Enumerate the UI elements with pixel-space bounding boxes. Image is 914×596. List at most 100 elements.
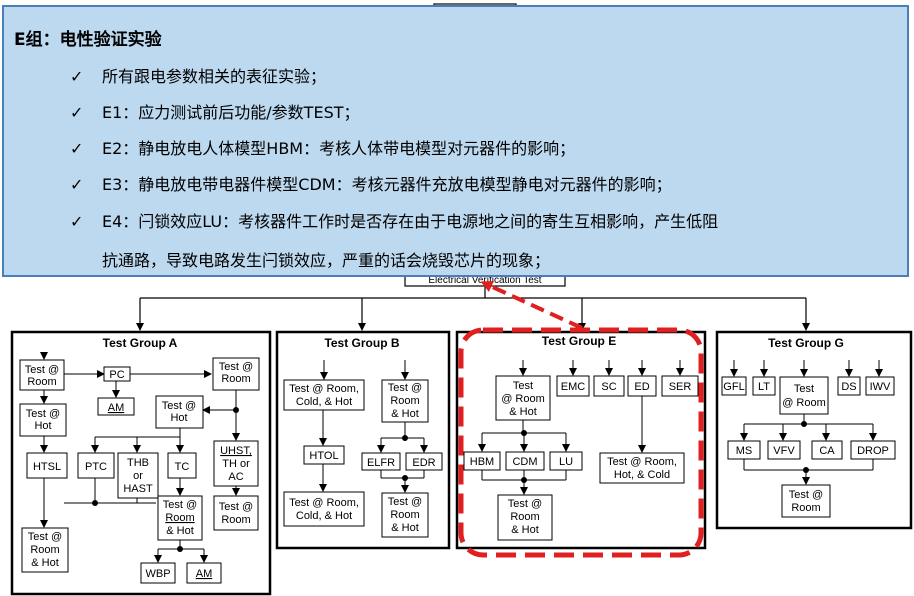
checkmark-icon: ✓ bbox=[70, 175, 84, 194]
svg-text:Test @Room: Test @Room bbox=[219, 501, 253, 526]
svg-text:Test @Room& Hot: Test @Room& Hot bbox=[508, 498, 542, 536]
checkmark-icon: ✓ bbox=[70, 67, 84, 86]
b-node-test-room-hot-top bbox=[381, 379, 429, 423]
g-node-test-room-bottom bbox=[781, 484, 831, 518]
b-node-elfr bbox=[361, 452, 401, 471]
e-node-lu bbox=[549, 451, 583, 471]
group-b-title: Test Group B bbox=[324, 336, 399, 350]
checkmark-icon: ✓ bbox=[70, 212, 84, 231]
g-node-vfv bbox=[767, 440, 801, 460]
group-a-nodes: Test @Room PC Test @Room AM Test @Hot Te… bbox=[19, 357, 260, 584]
b-node-htol bbox=[303, 445, 345, 465]
group-g-nodes: GFL LT Test@ Room DS IWV MS VFV CA DROP … bbox=[721, 376, 896, 518]
svg-text:Test@ Room: Test@ Room bbox=[782, 383, 826, 409]
g-node-ds bbox=[837, 376, 861, 396]
bullet-item: ✓E1：应力测试前后功能/参数TEST； bbox=[70, 99, 360, 123]
svg-text:HBM: HBM bbox=[470, 456, 494, 468]
a-node-test-room-right bbox=[212, 357, 260, 391]
callout-title: E组：电性验证实验 bbox=[14, 30, 162, 50]
svg-text:SER: SER bbox=[669, 381, 692, 393]
a-node-wbp bbox=[140, 562, 176, 584]
svg-text:PC: PC bbox=[109, 369, 124, 381]
svg-text:Test @Room& Hot: Test @Room& Hot bbox=[388, 382, 422, 420]
a-node-test-hot-left bbox=[19, 403, 67, 437]
svg-text:Test @ Room,Cold, & Hot: Test @ Room,Cold, & Hot bbox=[289, 383, 359, 408]
bullet-text: E4：闩锁效应LU：考核器件工作时是否存在由于电源地之间的寄生互相影响，产生低阻 bbox=[102, 212, 719, 231]
g-node-lt bbox=[752, 376, 776, 396]
group-a-title: Test Group A bbox=[103, 336, 178, 350]
checkmark-icon: ✓ bbox=[70, 139, 84, 158]
svg-text:MS: MS bbox=[736, 445, 753, 457]
g-node-test-room-top bbox=[779, 376, 829, 415]
e-node-test-room-hot-cold bbox=[599, 452, 685, 484]
group-b-nodes: Test @ Room,Cold, & Hot Test @Room& Hot … bbox=[283, 379, 443, 538]
a-node-test-room-hot-mid bbox=[157, 495, 203, 541]
e-node-emc bbox=[556, 375, 590, 397]
svg-text:VFV: VFV bbox=[773, 445, 795, 457]
svg-text:HTOL: HTOL bbox=[309, 450, 338, 462]
group-e-nodes: Test@ Room& Hot EMC SC ED SER HBM CDM LU… bbox=[463, 375, 699, 541]
svg-text:LU: LU bbox=[559, 456, 573, 468]
svg-text:GFL: GFL bbox=[723, 381, 744, 393]
a-node-test-room-hot-left bbox=[21, 527, 69, 573]
bullet-item: ✓ E4：闩锁效应LU：考核器件工作时是否存在由于电源地之间的寄生互相影响，产生低… bbox=[70, 208, 718, 232]
a-node-test-room-right-bottom bbox=[213, 495, 259, 531]
a-node-am-top bbox=[97, 397, 135, 416]
bullet-item: ✓所有跟电参数相关的表征实验； bbox=[70, 63, 326, 87]
svg-text:LT: LT bbox=[758, 381, 770, 393]
bullet-continuation: 抗通路，导致电路发生闩锁效应，严重的话会烧毁芯片的现象； bbox=[102, 251, 551, 270]
e-node-test-room-hot-top bbox=[495, 375, 551, 421]
svg-text:Test @Hot: Test @Hot bbox=[26, 408, 60, 432]
group-e-title: Test Group E bbox=[542, 334, 616, 348]
e-node-hbm bbox=[463, 451, 501, 471]
svg-text:Test@ Room& Hot: Test@ Room& Hot bbox=[501, 380, 545, 418]
svg-text:Test @Room& Hot: Test @Room& Hot bbox=[28, 531, 62, 569]
group-e-frame bbox=[455, 330, 707, 550]
svg-text:CDM: CDM bbox=[512, 456, 537, 468]
e-node-sc bbox=[593, 375, 625, 397]
b-node-edr bbox=[405, 452, 443, 471]
a-node-ptc bbox=[77, 452, 115, 479]
g-node-ms bbox=[727, 440, 761, 460]
svg-text:EMC: EMC bbox=[561, 381, 586, 393]
b-node-test-room-cold-hot-top bbox=[283, 379, 365, 411]
e-node-ed bbox=[627, 375, 657, 397]
a-node-am-bottom bbox=[186, 562, 222, 584]
svg-text:Test @Room& Hot: Test @Room& Hot bbox=[163, 499, 197, 537]
bullet-item: ✓ E2：静电放电人体模型HBM：考核人体带电模型对元器件的影响； bbox=[70, 135, 575, 159]
group-e-highlight bbox=[458, 327, 704, 558]
svg-text:EDR: EDR bbox=[412, 457, 435, 469]
g-node-iwv bbox=[865, 376, 895, 396]
g-node-gfl bbox=[721, 376, 747, 396]
svg-text:DROP: DROP bbox=[857, 445, 889, 457]
a-node-htsl bbox=[26, 452, 68, 479]
bullet-text: E3：静电放电带电器件模型CDM：考核元器件充放电模型静电对元器件的影响； bbox=[102, 175, 672, 194]
g-node-drop bbox=[850, 440, 896, 460]
bullet-item: ✓ E3：静电放电带电器件模型CDM：考核元器件充放电模型静电对元器件的影响； bbox=[70, 171, 672, 195]
group-g-title: Test Group G bbox=[768, 336, 844, 350]
svg-text:IWV: IWV bbox=[870, 381, 891, 393]
a-node-tc bbox=[167, 452, 197, 479]
svg-text:AM: AM bbox=[108, 402, 125, 414]
svg-text:CA: CA bbox=[819, 445, 835, 457]
svg-text:PTC: PTC bbox=[85, 461, 107, 473]
root-node-label: Electrical Verification Test bbox=[428, 275, 541, 286]
e-node-test-room-hot-bottom bbox=[497, 494, 553, 541]
callout-panel: E组：电性验证实验 ✓所有跟电参数相关的表征实验； ✓E1：应力测试前后功能/参… bbox=[2, 5, 909, 277]
bullet-text: E2：静电放电人体模型HBM：考核人体带电模型对元器件的影响； bbox=[102, 139, 576, 158]
group-a-connectors bbox=[40, 352, 240, 563]
bullet-text: E1：应力测试前后功能/参数TEST； bbox=[102, 103, 360, 122]
a-node-test-room-top bbox=[19, 359, 65, 391]
svg-text:DS: DS bbox=[841, 381, 856, 393]
b-node-test-room-cold-hot-bottom bbox=[283, 491, 365, 527]
e-node-cdm bbox=[505, 451, 545, 471]
top-connectors bbox=[136, 286, 810, 331]
svg-text:Test @Room: Test @Room bbox=[219, 361, 253, 385]
a-node-thb-hast bbox=[117, 452, 159, 499]
svg-text:AM: AM bbox=[196, 568, 213, 580]
svg-text:Test @Hot: Test @Hot bbox=[162, 400, 196, 424]
svg-text:ELFR: ELFR bbox=[367, 457, 395, 469]
